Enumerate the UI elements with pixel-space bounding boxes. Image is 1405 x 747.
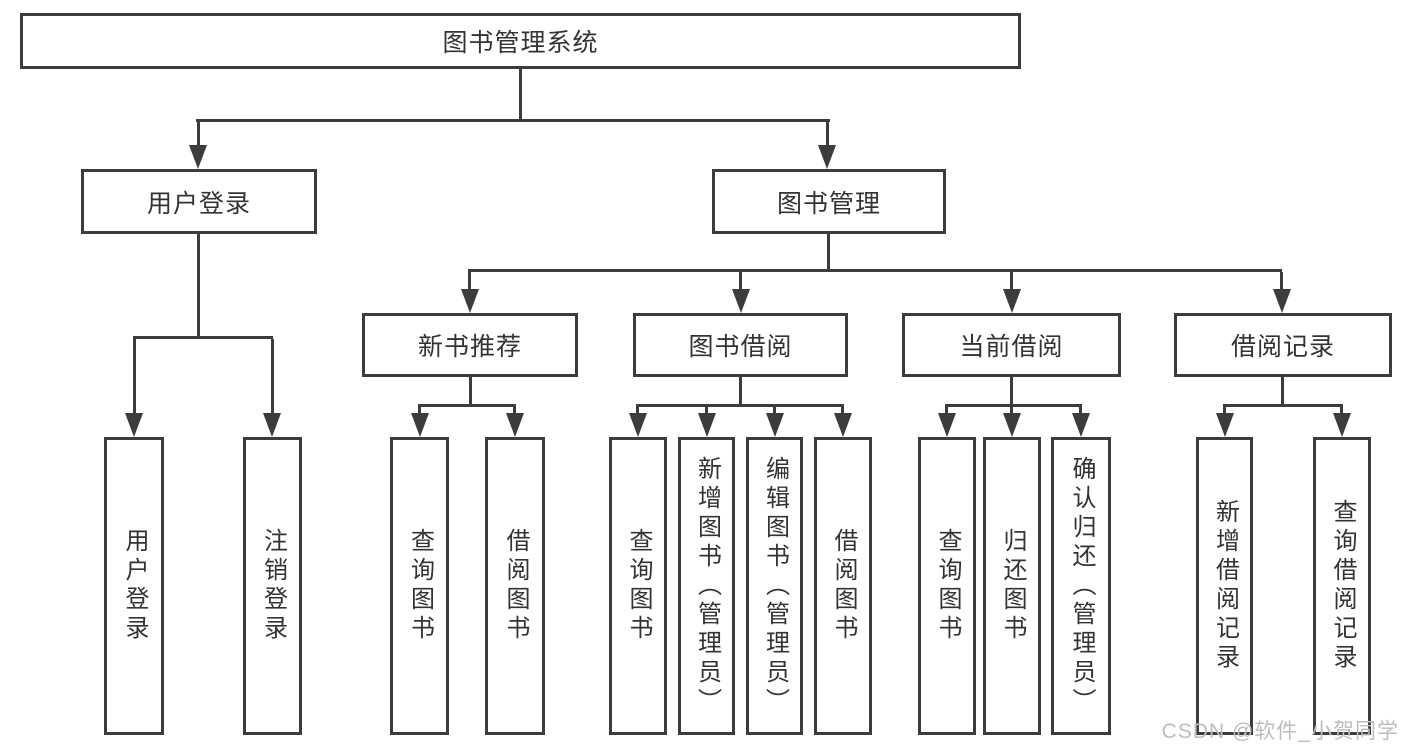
connector-stem-bb-edit [773, 407, 776, 415]
node-bb-edit-book-admin-label: 编辑图书（管理员） [761, 455, 789, 717]
connector-stem-cb-query [945, 407, 948, 415]
connector-stem-leaf-user-login [133, 339, 136, 413]
arrow-down-icon-leaf-logout [263, 413, 281, 437]
connector-stem-bb-query [636, 407, 639, 415]
node-new-book-rec-label: 新书推荐 [417, 333, 522, 361]
node-root-label: 图书管理系统 [442, 29, 599, 57]
connector-current-borrow-rail [945, 404, 1082, 407]
connector-level3-rail [468, 269, 1282, 272]
connector-book-manage-drop [827, 231, 830, 272]
connector-new-book-rec-drop [469, 375, 472, 406]
arrow-down-icon-bb-add [698, 413, 716, 437]
node-leaf-logout: 注销登录 [243, 437, 302, 735]
arrow-down-icon-new-book-rec [461, 289, 479, 313]
connector-borrow-record-drop [1281, 375, 1284, 406]
node-br-add-record: 新增借阅记录 [1196, 437, 1253, 735]
arrow-down-icon-cb-query [938, 413, 956, 437]
arrow-down-icon-cb-return [1003, 413, 1021, 437]
arrow-down-icon-user-login [189, 145, 207, 169]
node-br-query-record: 查询借阅记录 [1313, 437, 1371, 735]
connector-stem-bb-borrow [841, 407, 844, 415]
connector-stem-cb-return [1010, 407, 1013, 415]
arrow-down-icon-bb-query [629, 413, 647, 437]
node-cb-confirm-return-admin-label: 确认归还（管理员） [1068, 455, 1095, 717]
node-bb-query-book: 查询图书 [609, 437, 667, 735]
connector-user-login-rail [133, 336, 273, 339]
node-rec-query-book-label: 查询图书 [406, 528, 434, 644]
node-new-book-rec: 新书推荐 [362, 313, 578, 377]
node-cb-return-book-label: 归还图书 [999, 528, 1026, 644]
connector-stem-user-login [197, 122, 200, 146]
arrow-down-icon-book-borrow [732, 289, 750, 313]
node-book-manage: 图书管理 [712, 169, 946, 234]
arrow-down-icon-br-add [1216, 413, 1234, 437]
connector-stem-new-book-rec [468, 272, 471, 290]
connector-stem-borrow-record [1280, 272, 1283, 290]
node-rec-query-book: 查询图书 [390, 437, 449, 735]
node-rec-borrow-book-label: 借阅图书 [502, 528, 529, 644]
connector-current-borrow-drop [1010, 375, 1013, 406]
node-book-borrow-label: 图书借阅 [688, 333, 793, 361]
node-leaf-user-login-label: 用户登录 [121, 528, 148, 644]
node-cb-query-book-label: 查询图书 [934, 528, 961, 644]
node-current-borrow-label: 当前借阅 [959, 333, 1064, 361]
connector-root-drop [519, 66, 522, 121]
node-leaf-user-login: 用户登录 [104, 437, 164, 735]
connector-stem-book-borrow [739, 272, 742, 290]
arrow-down-icon-bb-borrow [834, 413, 852, 437]
connector-stem-current-borrow [1010, 272, 1013, 290]
node-current-borrow: 当前借阅 [902, 313, 1121, 377]
node-user-login: 用户登录 [81, 169, 317, 234]
connector-stem-cb-confirm [1079, 407, 1082, 415]
connector-stem-br-query [1340, 407, 1343, 415]
arrow-down-icon-cb-confirm [1072, 413, 1090, 437]
arrow-down-icon-leaf-user-login [125, 413, 143, 437]
connector-new-book-rec-rail [418, 404, 516, 407]
node-leaf-logout-label: 注销登录 [259, 528, 287, 644]
node-br-add-record-label: 新增借阅记录 [1211, 499, 1239, 673]
connector-book-borrow-drop [739, 375, 742, 406]
arrow-down-icon-current-borrow [1003, 289, 1021, 313]
node-bb-query-book-label: 查询图书 [625, 528, 652, 644]
arrow-down-icon-borrow-record [1273, 289, 1291, 313]
connector-user-login-drop [197, 232, 200, 338]
node-cb-return-book: 归还图书 [983, 437, 1041, 735]
connector-stem-book-manage [826, 122, 829, 146]
connector-borrow-record-rail [1223, 404, 1343, 407]
node-user-login-label: 用户登录 [146, 189, 251, 218]
arrow-down-icon-rec-query [411, 413, 429, 437]
node-bb-borrow-book: 借阅图书 [814, 437, 872, 735]
watermark-text: CSDN @软件_小贺同学 [1161, 720, 1399, 743]
node-bb-borrow-book-label: 借阅图书 [830, 528, 857, 644]
connector-stem-rec-borrow [513, 407, 516, 415]
connector-stem-br-add [1223, 407, 1226, 415]
connector-book-borrow-rail [636, 404, 844, 407]
node-book-manage-label: 图书管理 [776, 189, 881, 218]
arrow-down-icon-book-manage [818, 145, 836, 169]
node-borrow-record-label: 借阅记录 [1230, 333, 1335, 361]
node-br-query-record-label: 查询借阅记录 [1329, 499, 1356, 673]
node-borrow-record: 借阅记录 [1174, 313, 1392, 377]
node-bb-edit-book-admin: 编辑图书（管理员） [746, 437, 803, 735]
node-bb-add-book-admin: 新增图书（管理员） [678, 437, 735, 735]
arrow-down-icon-br-query [1333, 413, 1351, 437]
node-cb-query-book: 查询图书 [918, 437, 976, 735]
node-bb-add-book-admin-label: 新增图书（管理员） [693, 455, 721, 717]
node-cb-confirm-return-admin: 确认归还（管理员） [1051, 437, 1111, 735]
node-book-borrow: 图书借阅 [633, 313, 848, 377]
connector-stem-leaf-logout [271, 339, 274, 413]
connector-level2-rail [196, 119, 830, 122]
node-rec-borrow-book: 借阅图书 [485, 437, 545, 735]
arrow-down-icon-rec-borrow [506, 413, 524, 437]
connector-stem-bb-add [705, 407, 708, 415]
connector-stem-rec-query [418, 407, 421, 415]
arrow-down-icon-bb-edit [766, 413, 784, 437]
node-root: 图书管理系统 [20, 13, 1021, 69]
